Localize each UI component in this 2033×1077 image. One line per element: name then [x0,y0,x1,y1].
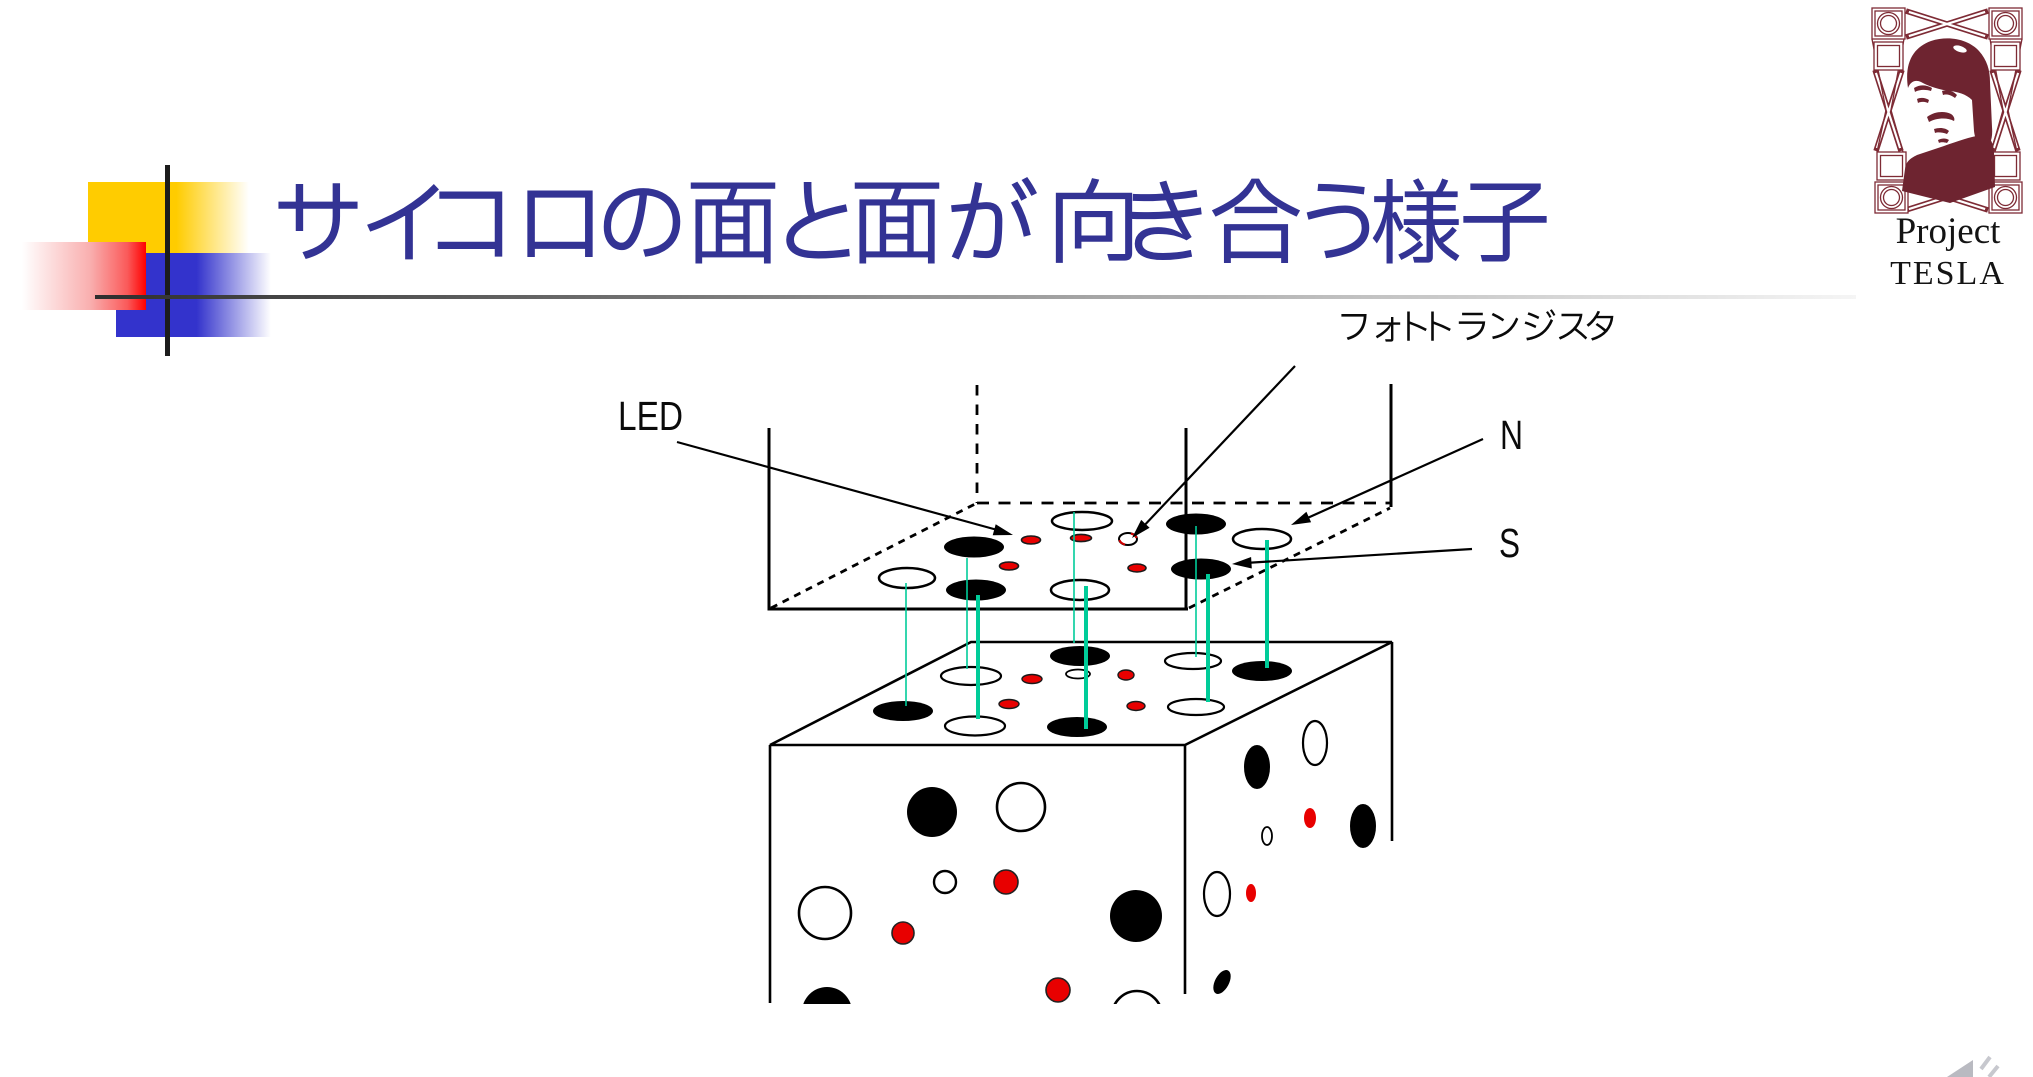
svg-text:LED: LED [618,393,683,439]
svg-text:Project: Project [1896,211,2002,252]
svg-text:S: S [1499,520,1520,566]
svg-text:TESLA: TESLA [1890,255,2006,292]
svg-text:N: N [1500,412,1523,458]
